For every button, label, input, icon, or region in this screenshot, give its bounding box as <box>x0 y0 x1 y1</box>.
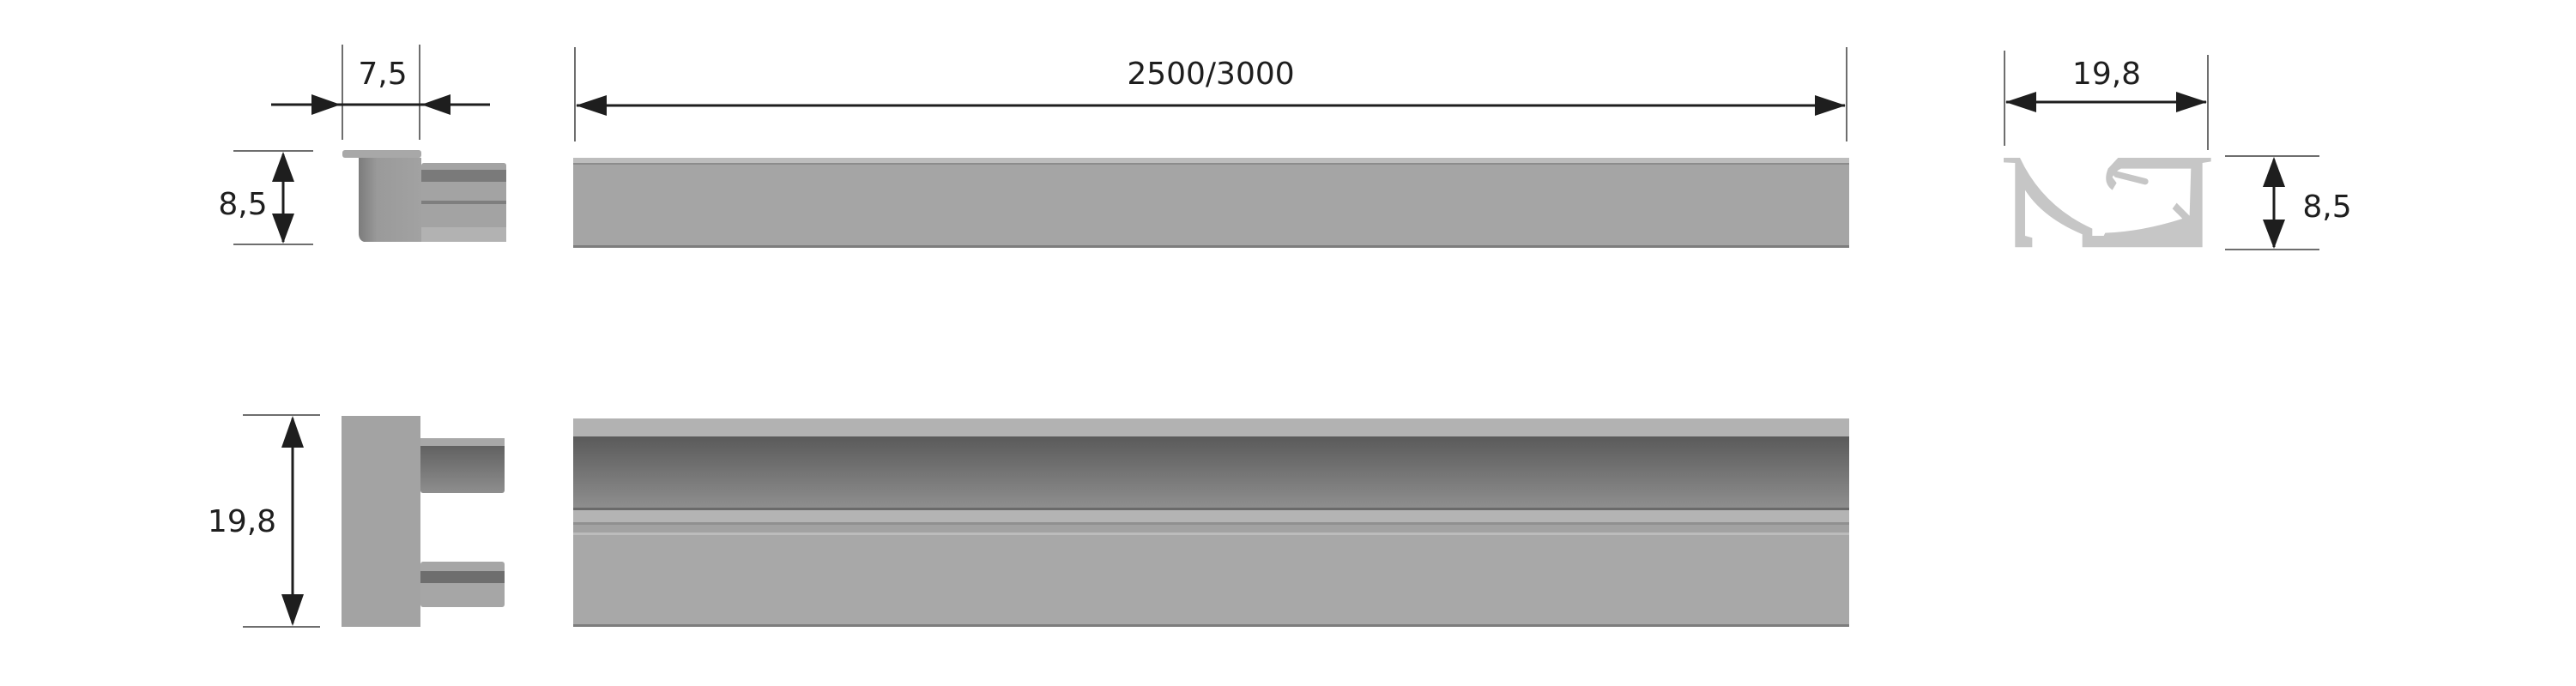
profile-side-view <box>573 158 1849 248</box>
dimension-label: 19,8 <box>2072 57 2141 92</box>
arrow-right-icon <box>1815 95 1846 116</box>
dimension-label: 8,5 <box>2302 190 2351 225</box>
profile-top-view <box>573 418 1849 627</box>
arrow-left-icon <box>421 94 450 115</box>
arrow-up-icon <box>281 416 304 448</box>
arrow-left-icon <box>2005 92 2036 112</box>
arrow-down-icon <box>272 214 294 244</box>
arrow-down-icon <box>2263 220 2285 249</box>
arrow-up-icon <box>272 152 294 182</box>
endcap-flange <box>342 150 421 158</box>
endcap-body <box>359 158 421 242</box>
dimension-label: 19,8 <box>208 504 276 539</box>
dimension-section-width: 19,8 <box>2004 51 2209 150</box>
endcap-lower-tab <box>420 562 505 607</box>
endcap-face <box>342 416 420 627</box>
endcap-upper-tab <box>420 438 505 493</box>
arrow-left-icon <box>576 95 607 116</box>
endcap-top-view <box>342 416 505 627</box>
endcap-tab <box>421 163 506 242</box>
dimension-endcap-width: 7,5 <box>271 45 490 140</box>
dimension-section-height: 8,5 <box>2225 155 2352 250</box>
arrow-up-icon <box>2263 157 2285 187</box>
arrow-right-icon <box>311 94 341 115</box>
dimension-label: 8,5 <box>218 187 267 222</box>
dimension-label: 2500/3000 <box>1127 57 1294 92</box>
dimension-endcap-height: 8,5 <box>218 150 313 245</box>
dimension-endcap-front-width: 19,8 <box>208 414 320 628</box>
endcap-side-view <box>342 150 506 242</box>
dimension-profile-length: 2500/3000 <box>574 47 1847 141</box>
profile-cross-section <box>2003 157 2211 248</box>
dimension-label: 7,5 <box>358 57 407 92</box>
arrow-down-icon <box>281 594 304 626</box>
arrow-right-icon <box>2176 92 2207 112</box>
